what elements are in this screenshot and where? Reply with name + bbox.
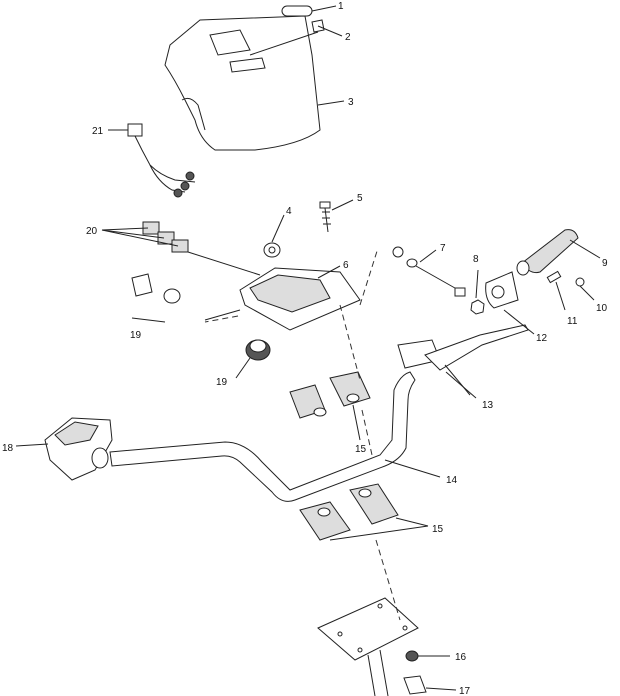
callout-19b: 19 [216,377,228,388]
callout-15a: 15 [355,444,367,455]
upper-clamp-right [329,371,371,407]
callout-1: 1 [338,1,344,12]
wire-harness [127,123,196,198]
callout-2: 2 [345,32,351,43]
callout-21: 21 [92,126,104,137]
cable-adjuster [546,270,562,284]
clip-17 [403,675,427,695]
callout-6: 6 [343,260,349,271]
callout-17: 17 [459,686,471,696]
grommet [263,242,281,258]
callout-7: 7 [440,243,446,254]
assembly-lines [204,247,401,621]
ignition-switch [131,273,181,304]
decal [281,5,313,17]
nut-8 [470,299,485,315]
callout-20: 20 [86,226,98,237]
callout-15b: 15 [432,524,444,535]
switch-housing [44,417,113,481]
callout-18: 18 [2,443,14,454]
pivot-bolt [392,246,466,297]
callout-12: 12 [536,333,548,344]
upper-clamp-left [289,384,327,419]
callout-19a: 19 [130,330,142,341]
brake-lever [397,324,529,396]
callout-16: 16 [455,652,467,663]
callout-3: 3 [348,97,354,108]
callout-4: 4 [286,206,292,217]
callout-10: 10 [596,303,608,314]
connector-19 [245,339,271,361]
leader-lines [15,5,601,691]
bolt [319,201,331,233]
steering-post-bracket [317,597,419,696]
screw-10 [575,277,585,287]
lower-clamp-left [299,501,351,541]
nut-16 [405,650,419,662]
lower-clamp-right [349,483,399,525]
switch-set [142,221,189,253]
callout-13: 13 [482,400,494,411]
callout-11: 11 [567,316,578,327]
instrument-panel [204,267,361,331]
throttle-housing [485,271,519,309]
callout-14: 14 [446,475,458,486]
callout-5: 5 [357,193,363,204]
handlebar-cover [164,15,321,151]
callout-8: 8 [473,254,479,265]
handlebar-grip [516,229,579,276]
callout-labels: 1 2 3 21 5 4 20 7 6 8 9 10 11 12 19 19 1… [2,1,608,696]
callout-9: 9 [602,258,608,269]
handlebar [109,371,416,502]
